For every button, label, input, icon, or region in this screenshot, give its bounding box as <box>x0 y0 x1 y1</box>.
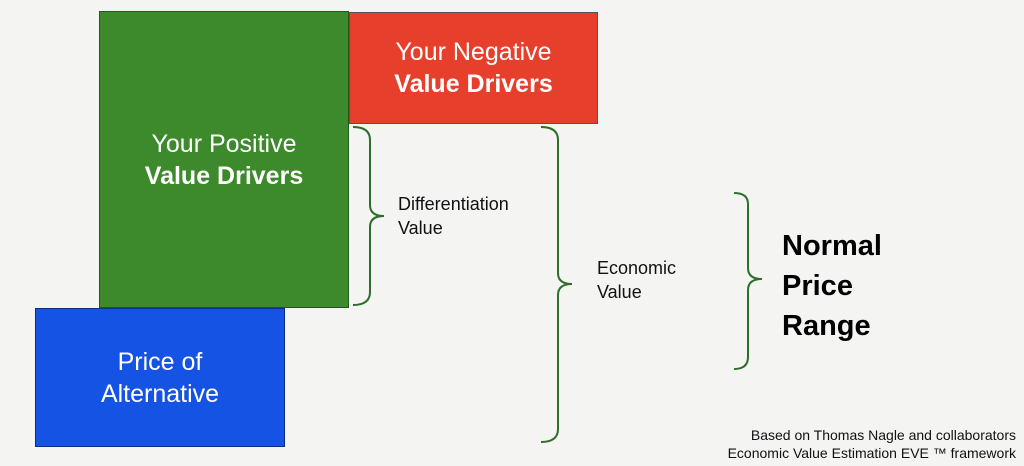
differentiation-value-label: Differentiation Value <box>398 192 509 240</box>
credit-line2: Economic Value Estimation EVE ™ framewor… <box>727 445 1016 461</box>
economic-value-label: Economic Value <box>597 256 676 304</box>
differentiation-label-line1: Differentiation <box>398 194 509 214</box>
alternative-box-line2: Alternative <box>100 379 220 408</box>
economic-label-line2: Value <box>597 282 642 302</box>
range-label-line3: Range <box>782 310 871 342</box>
negative-value-drivers-box: Your Negative Value Drivers <box>349 12 598 124</box>
positive-box-line1: Your Positive <box>151 129 297 158</box>
range-label-line2: Price <box>782 270 853 302</box>
range-label-line1: Normal <box>782 230 882 262</box>
price-of-alternative-box: Price of Alternative <box>35 308 285 447</box>
differentiation-label-line2: Value <box>398 218 443 238</box>
positive-value-drivers-box: Your Positive Value Drivers <box>99 11 349 308</box>
positive-box-line2: Value Drivers <box>144 161 304 190</box>
negative-box-line2: Value Drivers <box>394 70 553 98</box>
source-credit: Based on Thomas Nagle and collaborators … <box>728 426 1016 462</box>
economic-value-brace <box>540 126 573 443</box>
economic-label-line1: Economic <box>597 258 677 278</box>
credit-line1: Based on Thomas Nagle and collaborators <box>750 427 1016 443</box>
negative-box-line1: Your Negative <box>395 38 552 66</box>
differentiation-brace <box>352 126 385 306</box>
normal-price-range-label: Normal Price Range <box>782 226 882 346</box>
price-range-brace <box>733 192 763 370</box>
alternative-box-line1: Price of <box>117 347 203 376</box>
